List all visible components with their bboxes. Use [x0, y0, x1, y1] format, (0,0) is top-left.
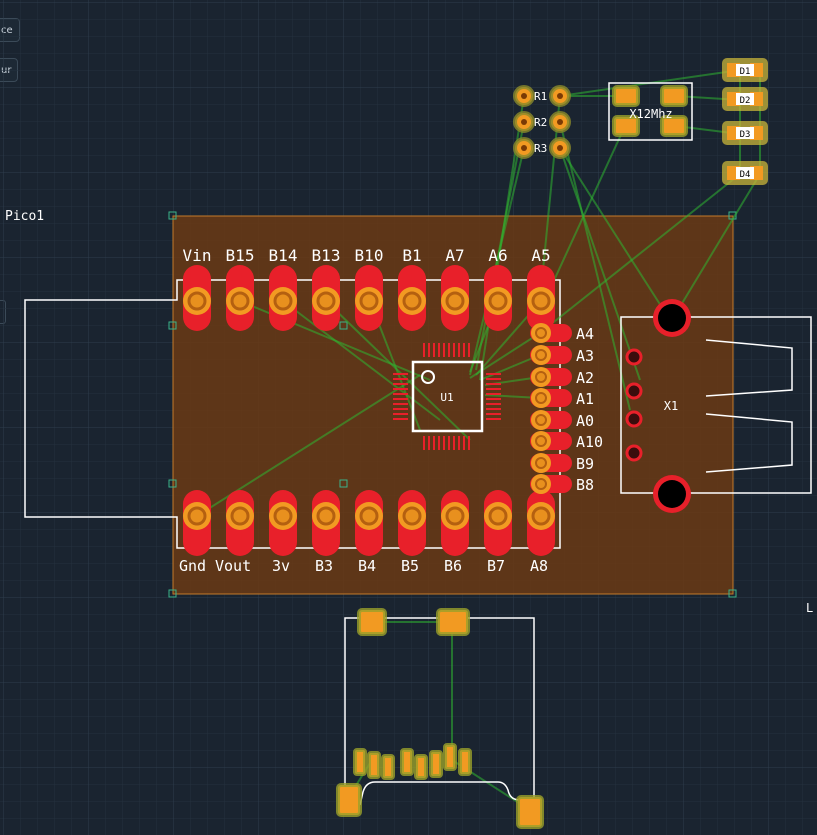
pin-bottom-b6[interactable]	[441, 490, 469, 556]
pin-bottom-b4[interactable]	[355, 490, 383, 556]
bottom-pin-label: A8	[530, 557, 548, 575]
right-pin-label: A0	[576, 412, 594, 430]
right-pin-label: A4	[576, 325, 594, 343]
led-label: D3	[740, 130, 751, 140]
pin-top-b1[interactable]	[398, 265, 426, 331]
led-label: D4	[740, 170, 751, 180]
pin-right-b8[interactable]	[530, 474, 572, 494]
pin-right-a10[interactable]	[530, 431, 572, 451]
resistor-label: R1	[534, 90, 547, 103]
sd-pads	[336, 608, 544, 829]
top-pin-label: A7	[445, 246, 464, 265]
pin-right-a1[interactable]	[530, 388, 572, 408]
pin-right-a0[interactable]	[530, 410, 572, 430]
right-pin-label: A3	[576, 347, 594, 365]
led-label: D2	[740, 96, 751, 106]
chip-body	[411, 360, 484, 433]
crystal-pads	[612, 85, 688, 137]
bottom-pin-label: Vout	[215, 557, 251, 575]
chip-u1[interactable]: U1	[393, 343, 501, 450]
pin-top-b13[interactable]	[312, 265, 340, 331]
right-pin-labels: A4 A3 A2 A1 A0 A10 B9 B8	[576, 325, 603, 494]
bottom-pin-label: B4	[358, 557, 376, 575]
pin-top-b15[interactable]	[226, 265, 254, 331]
usb-pins	[625, 348, 643, 462]
usb-label: X1	[664, 399, 678, 413]
pico-label: Pico1	[5, 209, 44, 224]
top-pin-label: Vin	[183, 246, 212, 265]
top-pin-label: A5	[531, 246, 550, 265]
led-d4[interactable]: D4	[722, 161, 768, 185]
bottom-pin-label: B6	[444, 557, 462, 575]
top-pin-label: B15	[226, 246, 255, 265]
top-pin-label: A6	[488, 246, 507, 265]
pin-right-a4[interactable]	[530, 323, 572, 343]
pin-bottom-a8[interactable]	[527, 490, 555, 556]
sd-card-footprint[interactable]	[336, 608, 544, 829]
top-pin-label: B10	[355, 246, 384, 265]
pin-top-vin[interactable]	[183, 265, 211, 331]
bottom-pin-label: B5	[401, 557, 419, 575]
pico-outline	[24, 279, 561, 549]
crystal-label: X12Mhz	[629, 107, 672, 121]
bottom-pin-labels: Gnd Vout 3v B3 B4 B5 B6 B7 A8	[179, 557, 548, 575]
pin-right-b9[interactable]	[530, 453, 572, 473]
pin-right-a3[interactable]	[530, 345, 572, 365]
right-pin-label: A1	[576, 390, 594, 408]
chip-label: U1	[440, 391, 453, 404]
resistor-label: R2	[534, 116, 547, 129]
pin-right-a2[interactable]	[530, 367, 572, 387]
pin-bottom-gnd[interactable]	[183, 490, 211, 556]
pin-bottom-b5[interactable]	[398, 490, 426, 556]
led-d2[interactable]: D2	[722, 87, 768, 111]
bottom-header	[183, 490, 555, 556]
bottom-pin-label: Gnd	[179, 557, 206, 575]
led-label: D1	[740, 67, 751, 77]
right-pin-label: A2	[576, 369, 594, 387]
pin-bottom-vout[interactable]	[226, 490, 254, 556]
resistor-array[interactable]: R1 R2 R3	[513, 85, 571, 159]
led-array[interactable]: D1 D2 D3 D4	[722, 58, 768, 185]
pin-top-b14[interactable]	[269, 265, 297, 331]
top-pin-labels: Vin B15 B14 B13 B10 B1 A7 A6 A5	[183, 246, 551, 265]
top-pin-label: B13	[312, 246, 341, 265]
top-pin-label: B1	[402, 246, 421, 265]
right-pin-label: B9	[576, 455, 594, 473]
resistor-label: R3	[534, 142, 547, 155]
pin-bottom-b3[interactable]	[312, 490, 340, 556]
chip-pin1-marker	[421, 370, 435, 384]
pin-top-b10[interactable]	[355, 265, 383, 331]
pin-bottom-b7[interactable]	[484, 490, 512, 556]
right-header	[530, 323, 572, 494]
led-d1[interactable]: D1	[722, 58, 768, 82]
led-d3[interactable]: D3	[722, 121, 768, 145]
top-header	[183, 265, 555, 331]
bottom-pin-label: B3	[315, 557, 333, 575]
right-pin-label: B8	[576, 476, 594, 494]
edge-label: L	[806, 601, 813, 615]
top-pin-label: B14	[269, 246, 298, 265]
pin-bottom-3v[interactable]	[269, 490, 297, 556]
crystal-x12mhz[interactable]: X12Mhz	[608, 82, 693, 141]
right-pin-label: A10	[576, 433, 603, 451]
pin-top-a5[interactable]	[527, 265, 555, 331]
usb-connector-x1[interactable]: X1	[620, 299, 812, 513]
pin-top-a7[interactable]	[441, 265, 469, 331]
pin-top-a6[interactable]	[484, 265, 512, 331]
chip-pads	[393, 343, 501, 450]
usb-outline	[620, 316, 812, 494]
bottom-pin-label: B7	[487, 557, 505, 575]
bottom-pin-label: 3v	[272, 557, 290, 575]
board-corner-handles[interactable]	[168, 211, 737, 598]
